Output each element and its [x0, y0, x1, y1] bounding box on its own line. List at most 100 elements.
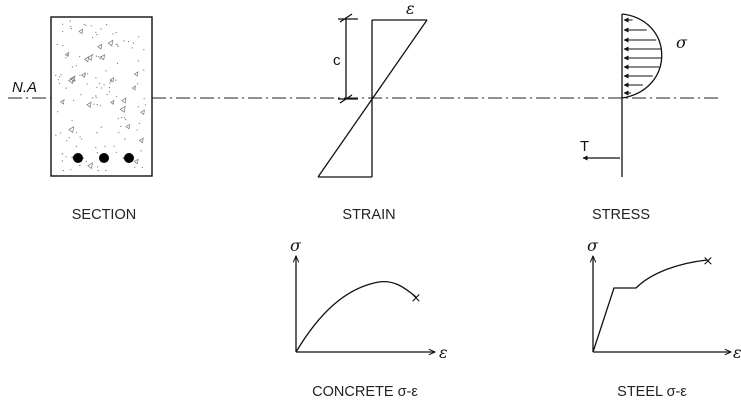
beam-section: [50, 16, 153, 177]
speckle-dot: [86, 83, 88, 85]
aggregate-mark: [59, 99, 65, 105]
speckle-dot: [104, 145, 106, 147]
speckle-dot: [127, 41, 130, 43]
speckle-dot: [95, 31, 97, 33]
speckle-dot: [58, 82, 61, 84]
speckle-dot: [62, 170, 64, 172]
speckle-dot: [144, 104, 147, 106]
speckle-dot: [113, 145, 115, 147]
speckle-dot: [138, 36, 140, 38]
speckle-dot: [70, 169, 72, 171]
speckle-dot: [137, 60, 139, 62]
speckle-dot: [112, 33, 114, 35]
aggregate-mark: [109, 77, 115, 83]
strain-epsilon-label: ε: [406, 0, 415, 18]
speckle-dot: [79, 74, 81, 76]
speckle-dot: [82, 157, 84, 159]
speckle-dot: [55, 74, 57, 76]
aggregate-mark: [69, 75, 76, 83]
speckle-dot: [95, 96, 97, 99]
speckle-dot: [69, 20, 71, 22]
speckle-dot: [80, 94, 82, 96]
aggregate-mark: [97, 43, 103, 50]
speckle-dot: [108, 87, 111, 89]
stress-diagram: σ T: [580, 13, 688, 177]
speckle-dot: [96, 104, 98, 106]
aggregate-mark: [138, 137, 144, 144]
speckle-dot: [85, 24, 87, 26]
speckle-dot: [80, 138, 83, 140]
aggregate-mark: [121, 97, 127, 104]
speckle-dot: [79, 164, 81, 166]
speckle-dot: [141, 166, 143, 169]
concrete-curve-plot: × σ ε: [290, 236, 448, 362]
speckle-dot: [57, 79, 59, 81]
steel-stress-strain-curve: [592, 259, 708, 353]
speckle-dot: [117, 118, 119, 120]
speckle-dot: [143, 98, 145, 100]
aggregate-mark: [107, 39, 114, 47]
neutral-axis-label: N.A: [12, 79, 37, 96]
speckle-dot: [60, 132, 62, 134]
speckle-dot: [140, 150, 142, 152]
speckle-dot: [98, 83, 101, 85]
speckle-dot: [143, 69, 145, 71]
speckle-dot: [116, 44, 119, 46]
speckle-dot: [61, 160, 64, 162]
speckle-dot: [91, 97, 93, 99]
speckle-dot: [71, 119, 73, 121]
speckle-dot: [87, 73, 89, 75]
speckle-dot: [95, 95, 97, 97]
speckle-dot: [65, 57, 67, 59]
speckle-dot: [65, 87, 67, 89]
speckle-dot: [103, 84, 105, 86]
aggregate-mark: [119, 105, 126, 113]
speckle-dot: [95, 55, 97, 57]
speckle-dot: [125, 119, 127, 121]
speckle-dot: [62, 23, 64, 25]
speckle-dot: [115, 43, 117, 45]
speckle-dot: [59, 76, 61, 78]
speckle-dot: [79, 56, 81, 58]
aggregate-mark: [110, 99, 115, 105]
speckle-dot: [61, 153, 63, 155]
speckle-dot: [136, 83, 138, 85]
speckle-dot: [132, 42, 134, 44]
speckle-dot: [105, 70, 107, 72]
strain-caption: STRAIN: [342, 207, 395, 223]
speckle-dot: [120, 125, 122, 127]
speckle-dot: [100, 126, 102, 128]
speckle-dot: [96, 34, 98, 36]
steel-failure-mark: ×: [703, 254, 714, 269]
speckle-dot: [57, 111, 59, 113]
speckle-dot: [97, 166, 99, 168]
speckle-dot: [117, 45, 119, 48]
aggregate-mark: [87, 54, 93, 61]
aggregate-mark: [68, 126, 75, 134]
aggregate-mark: [99, 54, 106, 61]
speckle-dot: [95, 147, 97, 149]
depth-label: c: [333, 52, 341, 69]
aggregate-mark: [86, 101, 92, 108]
speckle-dot: [75, 145, 77, 147]
section-caption: SECTION: [72, 207, 136, 223]
speckle-dot: [115, 79, 117, 81]
speckle-dot: [101, 87, 103, 89]
speckle-dot: [106, 94, 108, 96]
concrete-x-axis-label: ε: [439, 343, 448, 362]
speckle-dot: [56, 43, 58, 45]
speckle-dot: [106, 24, 108, 26]
speckle-dot: [75, 65, 77, 67]
aggregate-mark: [78, 28, 84, 35]
speckle-dot: [121, 116, 123, 119]
aggregate-mark: [81, 72, 86, 78]
speckle-dot: [99, 58, 101, 60]
speckle-dot: [138, 122, 140, 124]
speckle-dot: [96, 152, 98, 154]
speckle-dot: [79, 136, 81, 138]
speckle-dot: [65, 156, 67, 158]
section-outline: [50, 16, 153, 177]
speckle-dot: [115, 31, 117, 34]
speckle-dot: [109, 82, 111, 84]
strain-profile-line: [317, 19, 428, 178]
